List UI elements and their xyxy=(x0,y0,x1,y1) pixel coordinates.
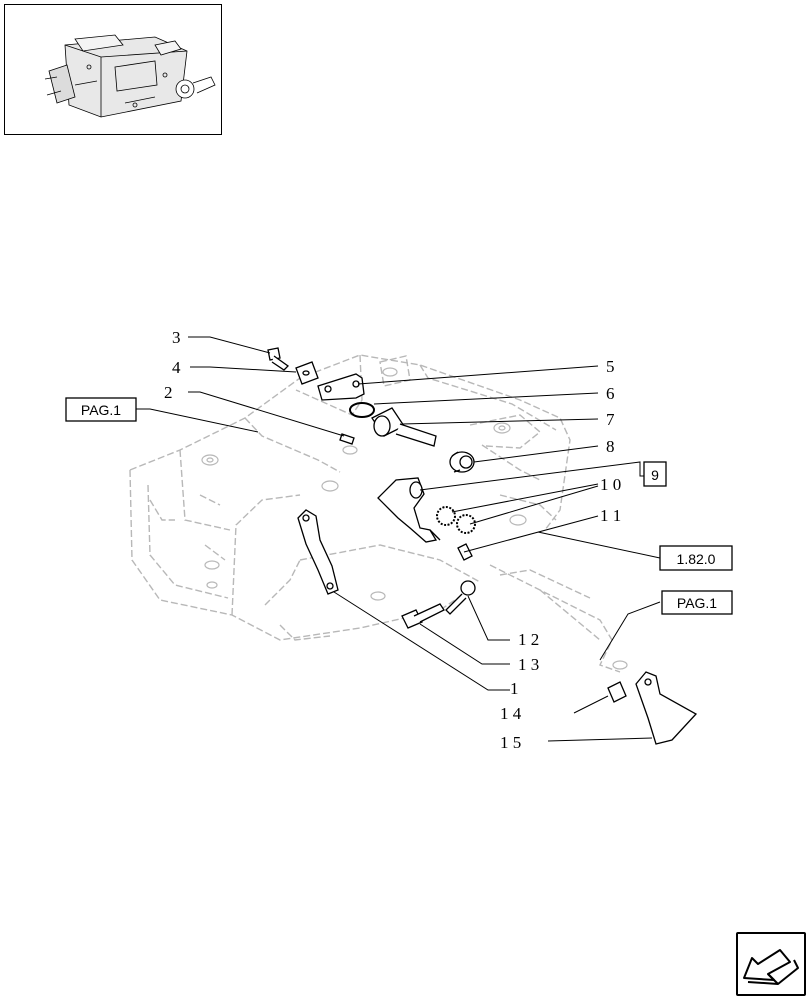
callout-13: 1 3 xyxy=(518,655,539,674)
callout-11: 1 1 xyxy=(600,506,621,525)
part-8-bushing xyxy=(449,451,475,473)
part-1-lever xyxy=(297,509,339,595)
part-2-pin xyxy=(339,433,355,445)
part-13-clevis xyxy=(401,603,445,629)
ref-box-pag1-left[interactable]: PAG.1 xyxy=(65,397,137,422)
part-14-clip xyxy=(607,681,627,703)
callout-7: 7 xyxy=(606,410,615,429)
assembly-thumbnail-icon xyxy=(44,34,216,118)
parts xyxy=(267,347,698,745)
callout-3: 3 xyxy=(172,328,181,347)
ref-box-pag1-right-label: PAG.1 xyxy=(677,595,717,611)
ref-box-pag1-right[interactable]: PAG.1 xyxy=(661,590,733,615)
part-6-oring xyxy=(349,402,375,418)
callout-4: 4 xyxy=(172,358,181,377)
part-12-eyebolt xyxy=(445,580,476,615)
part-10-arm xyxy=(377,477,441,543)
part-4-plate xyxy=(295,361,319,385)
callout-14: 1 4 xyxy=(500,704,522,723)
callout-6: 6 xyxy=(606,384,615,403)
callout-1: 1 xyxy=(510,679,519,698)
ref-box-9[interactable]: 9 xyxy=(643,461,667,487)
leader-lines xyxy=(136,336,661,742)
ref-box-1-82-0[interactable]: 1.82.0 xyxy=(659,545,733,571)
housing-outline xyxy=(129,354,621,673)
part-15-pedal xyxy=(635,671,698,745)
callout-2: 2 xyxy=(164,383,173,402)
assembly-thumbnail xyxy=(4,4,222,135)
next-page-arrow-icon xyxy=(743,949,799,985)
callout-12: 1 2 xyxy=(518,630,539,649)
callout-10: 1 0 xyxy=(600,475,621,494)
ref-box-1-82-0-label: 1.82.0 xyxy=(677,551,716,567)
part-5-bracket xyxy=(317,373,365,401)
part-7-shaft xyxy=(371,407,437,447)
callout-5: 5 xyxy=(606,357,615,376)
callout-8: 8 xyxy=(606,437,615,456)
callout-15: 1 5 xyxy=(500,733,521,752)
part-11-gears xyxy=(436,506,476,534)
ref-box-9-label: 9 xyxy=(651,467,659,483)
ref-box-pag1-left-label: PAG.1 xyxy=(81,402,121,418)
housing-bolts xyxy=(201,367,628,670)
next-page-button[interactable] xyxy=(736,932,806,996)
part-3-screw xyxy=(267,347,290,371)
